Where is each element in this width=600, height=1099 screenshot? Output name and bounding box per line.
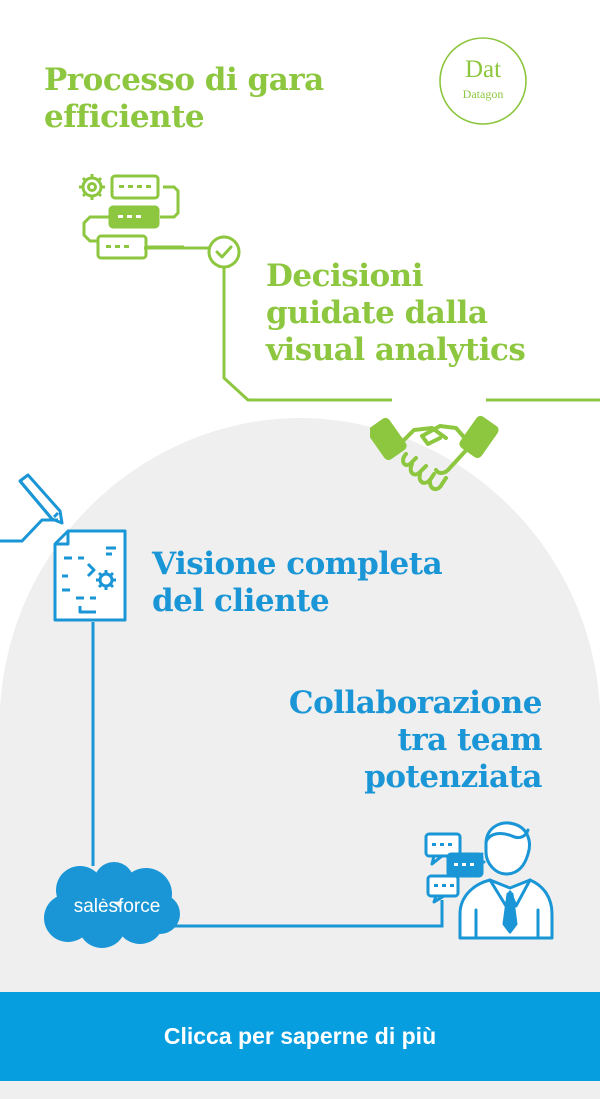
- heading-line: Decisioni: [266, 258, 423, 294]
- process-flow-icon: [79, 174, 184, 260]
- flow-connector: [144, 246, 212, 250]
- salesforce-cloud-icon[interactable]: [40, 860, 184, 952]
- heading-line: Collaborazione: [288, 685, 543, 721]
- heading-line: tra team: [397, 722, 543, 758]
- logo-circle: [439, 37, 527, 125]
- datagon-logo[interactable]: Dat Datagon: [424, 36, 542, 128]
- heading-decisioni: Decisioni guidate dalla visual analytics: [266, 258, 596, 369]
- document-gear-icon: [53, 529, 127, 622]
- heading-line: Processo di gara: [44, 62, 324, 98]
- logo-mark: Dat: [464, 56, 502, 83]
- heading-line: Visione completa: [152, 546, 443, 582]
- learn-more-button[interactable]: Clicca per saperne di più: [0, 992, 600, 1081]
- pencil-icon: [18, 473, 64, 525]
- heading-collaborazione: Collaborazione tra team potenziata: [142, 685, 543, 796]
- handshake-icon: [370, 415, 499, 491]
- heading-visione-cliente: Visione completa del cliente: [152, 546, 592, 620]
- heading-line: efficiente: [44, 99, 205, 135]
- chat-person-icon: [424, 821, 554, 940]
- heading-line: del cliente: [152, 583, 330, 619]
- heading-line: guidate dalla: [266, 295, 488, 331]
- heading-processo-gara: Processo di gara efficiente: [44, 62, 374, 136]
- check-circle-icon: [207, 235, 241, 269]
- heading-line: visual analytics: [266, 332, 526, 368]
- heading-line: potenziata: [364, 759, 542, 795]
- logo-name: Datagon: [462, 87, 504, 101]
- salesforce-label: salesforce: [73, 896, 161, 917]
